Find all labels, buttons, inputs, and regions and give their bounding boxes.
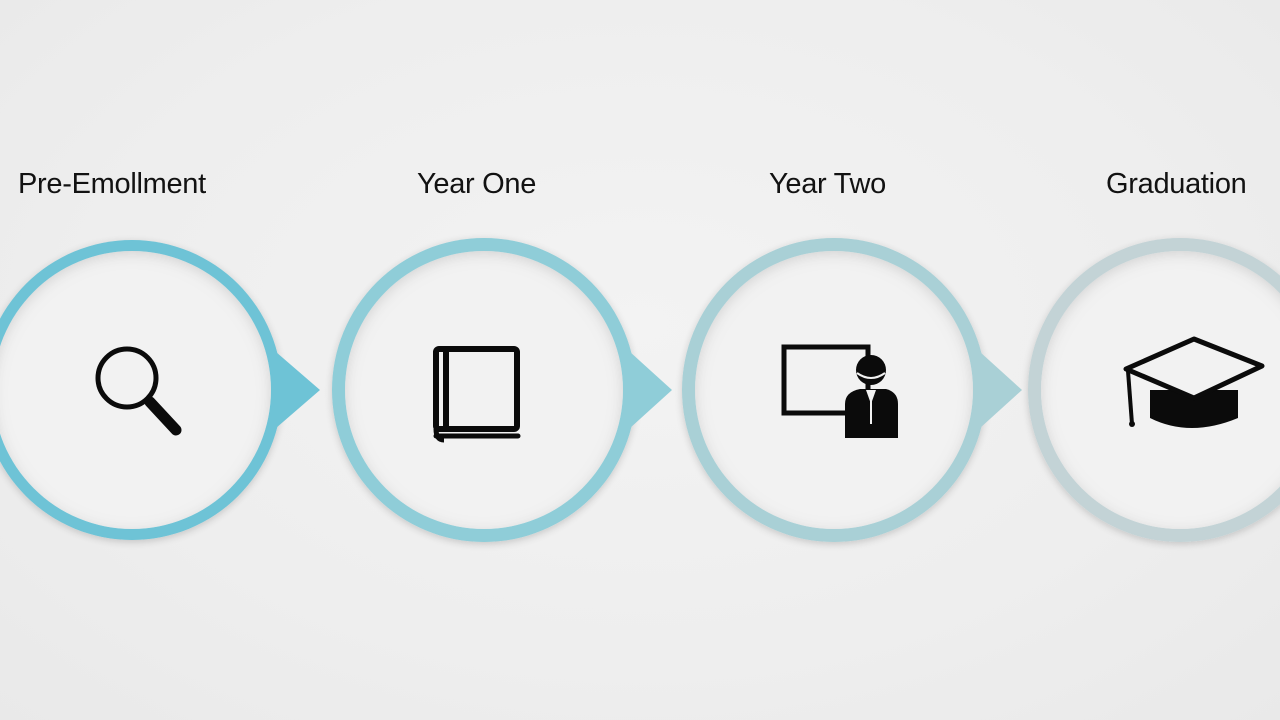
step-label-pre-enrollment: Pre-Emollment	[18, 168, 206, 200]
magnifier-icon	[95, 346, 182, 436]
graduation-cap-icon	[1123, 336, 1265, 428]
presenter-icon	[781, 344, 898, 438]
step-label-year-two: Year Two	[769, 168, 886, 200]
step-ring-year-two	[682, 238, 1022, 542]
step-label-year-one: Year One	[417, 168, 537, 200]
step-ring-pre-enrollment	[0, 240, 320, 540]
step-ring-year-one	[332, 238, 672, 542]
book-icon	[433, 346, 521, 443]
step-label-graduation: Graduation	[1106, 168, 1247, 200]
